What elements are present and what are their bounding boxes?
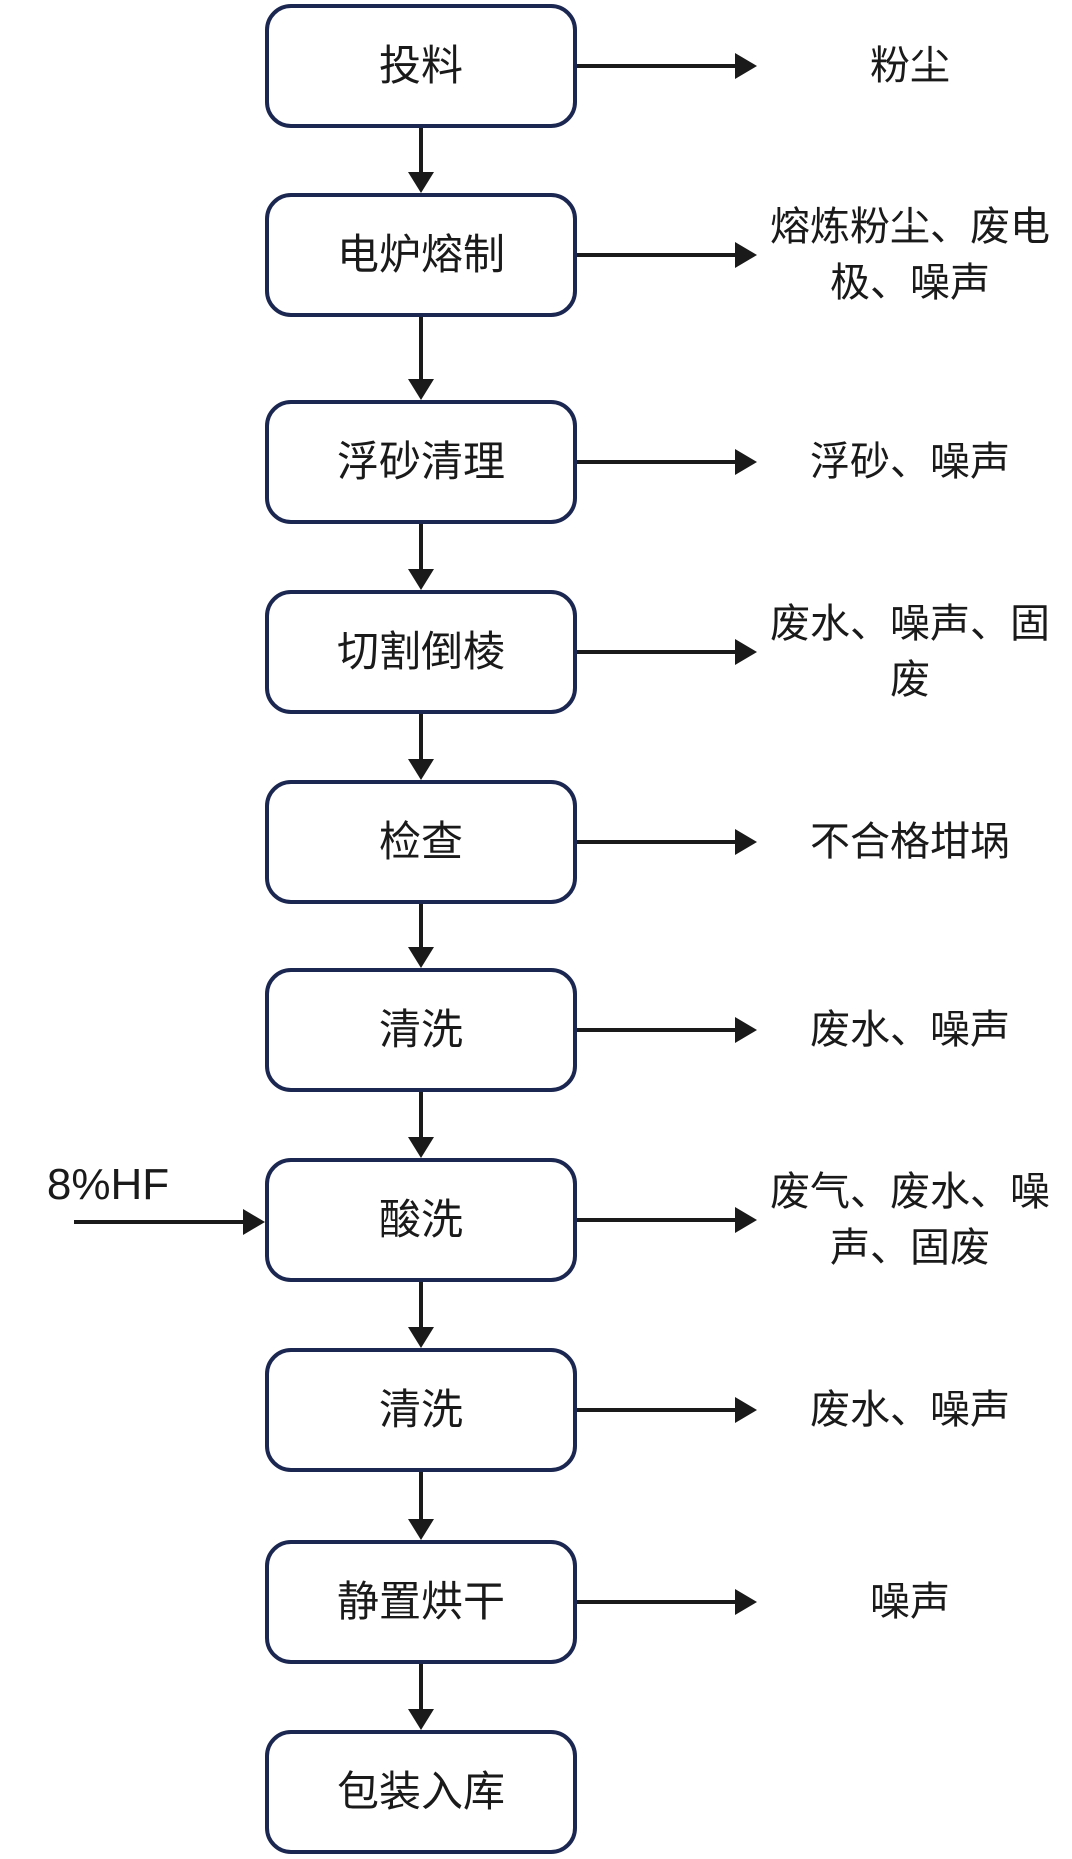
input-text: 8%HF	[46, 1160, 170, 1209]
output-text: 废水、噪声、固废	[770, 602, 1050, 702]
flow-arrow-head	[408, 172, 434, 193]
output-text: 废水、噪声	[810, 1388, 1010, 1432]
process-box-1: 投料	[265, 4, 577, 128]
output-text: 不合格坩埚	[810, 820, 1010, 864]
output-arrow-head	[735, 639, 757, 665]
output-text: 废水、噪声	[810, 1008, 1010, 1052]
output-text: 废气、废水、噪声、固废	[770, 1170, 1050, 1270]
output-arrow-shaft	[577, 1218, 735, 1222]
process-label: 浮砂清理	[336, 438, 505, 485]
flow-arrow-shaft	[419, 317, 423, 381]
output-arrow-shaft	[577, 64, 735, 68]
process-box-8: 清洗	[265, 1348, 577, 1472]
flow-arrow-head	[408, 569, 434, 590]
output-label: 废水、噪声	[762, 1348, 1058, 1472]
process-box-10: 包装入库	[265, 1730, 577, 1854]
process-box-7: 酸洗	[265, 1158, 577, 1282]
output-text: 粉尘	[870, 44, 950, 88]
process-label: 切割倒棱	[336, 628, 505, 675]
output-label: 噪声	[762, 1540, 1058, 1664]
process-label: 包装入库	[336, 1768, 505, 1815]
output-label: 废水、噪声、固废	[762, 590, 1058, 714]
output-label: 粉尘	[762, 4, 1058, 128]
flow-arrow-shaft	[419, 1282, 423, 1329]
output-label: 浮砂、噪声	[762, 400, 1058, 524]
flow-arrow-head	[408, 1327, 434, 1348]
process-box-6: 清洗	[265, 968, 577, 1092]
output-arrow-head	[735, 829, 757, 855]
process-label: 电炉熔制	[336, 231, 505, 278]
output-text: 浮砂、噪声	[810, 440, 1010, 484]
flow-arrow-shaft	[419, 1664, 423, 1711]
flow-arrow-shaft	[419, 1472, 423, 1521]
output-arrow-shaft	[577, 1408, 735, 1412]
flow-arrow-head	[408, 759, 434, 780]
input-label: 8%HF	[38, 1156, 178, 1214]
process-box-5: 检查	[265, 780, 577, 904]
output-arrow-head	[735, 53, 757, 79]
output-arrow-head	[735, 1589, 757, 1615]
process-label: 投料	[378, 42, 463, 89]
flow-arrow-head	[408, 1519, 434, 1540]
input-arrow-shaft	[74, 1220, 243, 1224]
process-label: 清洗	[378, 1386, 463, 1433]
process-box-4: 切割倒棱	[265, 590, 577, 714]
flow-arrow-shaft	[419, 904, 423, 949]
process-box-9: 静置烘干	[265, 1540, 577, 1664]
output-arrow-head	[735, 1017, 757, 1043]
process-label: 酸洗	[378, 1196, 463, 1243]
output-arrow-shaft	[577, 460, 735, 464]
output-arrow-shaft	[577, 1600, 735, 1604]
output-arrow-head	[735, 1397, 757, 1423]
flow-arrow-shaft	[419, 128, 423, 174]
flow-arrow-head	[408, 947, 434, 968]
flow-arrow-head	[408, 1709, 434, 1730]
output-arrow-head	[735, 1207, 757, 1233]
output-text: 熔炼粉尘、废电极、噪声	[770, 205, 1050, 305]
flow-arrow-shaft	[419, 524, 423, 571]
flow-arrow-shaft	[419, 714, 423, 761]
output-arrow-shaft	[577, 253, 735, 257]
output-arrow-shaft	[577, 1028, 735, 1032]
process-label: 清洗	[378, 1006, 463, 1053]
process-box-2: 电炉熔制	[265, 193, 577, 317]
flow-arrow-head	[408, 1137, 434, 1158]
process-label: 静置烘干	[336, 1578, 505, 1625]
process-box-3: 浮砂清理	[265, 400, 577, 524]
output-label: 不合格坩埚	[762, 780, 1058, 904]
input-arrow-head	[243, 1209, 265, 1235]
output-arrow-shaft	[577, 650, 735, 654]
flow-arrow-head	[408, 379, 434, 400]
output-text: 噪声	[870, 1580, 950, 1624]
output-label: 熔炼粉尘、废电极、噪声	[762, 193, 1058, 317]
process-label: 检查	[378, 818, 463, 865]
output-label: 废水、噪声	[762, 968, 1058, 1092]
output-arrow-head	[735, 449, 757, 475]
flow-arrow-shaft	[419, 1092, 423, 1139]
output-arrow-shaft	[577, 840, 735, 844]
output-arrow-head	[735, 242, 757, 268]
output-label: 废气、废水、噪声、固废	[762, 1158, 1058, 1282]
